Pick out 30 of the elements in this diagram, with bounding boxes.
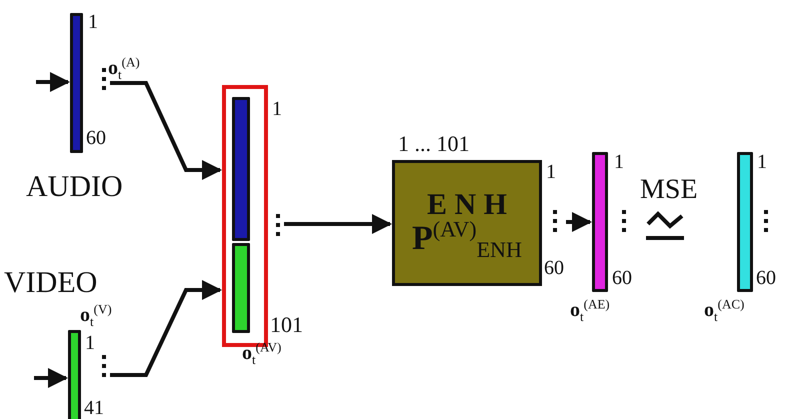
- arrow: [36, 72, 70, 92]
- index-number: 60: [612, 268, 632, 288]
- index-number: 1: [757, 152, 767, 172]
- vector-bar: [70, 13, 83, 153]
- index-number: 1: [88, 12, 98, 32]
- dimension-label: 1 ... 101: [398, 133, 470, 155]
- modality-label: AUDIO: [26, 172, 123, 202]
- arrow: [284, 214, 392, 234]
- index-number: 41: [84, 398, 104, 418]
- arrow: [110, 81, 222, 180]
- index-number: 60: [756, 268, 776, 288]
- enhancement-block: [392, 160, 542, 286]
- index-number: 1: [546, 162, 556, 182]
- index-number: 1: [85, 333, 95, 353]
- arrow: [34, 368, 68, 388]
- modality-label: VIDEO: [4, 268, 98, 298]
- index-number: 101: [270, 314, 303, 336]
- vector-bar: [737, 152, 753, 292]
- loss-label: MSE: [640, 176, 698, 204]
- index-number: 1: [614, 152, 624, 172]
- index-number: 60: [86, 128, 106, 148]
- vector-segment: [232, 243, 250, 333]
- index-number: 60: [544, 258, 564, 278]
- arrow: [566, 212, 592, 232]
- index-number: 1: [272, 99, 282, 119]
- vector-bar: [592, 152, 608, 292]
- block-title: E N H: [426, 189, 507, 221]
- vector-bar: [68, 330, 81, 419]
- arrow: [110, 280, 222, 377]
- vector-segment: [232, 97, 250, 241]
